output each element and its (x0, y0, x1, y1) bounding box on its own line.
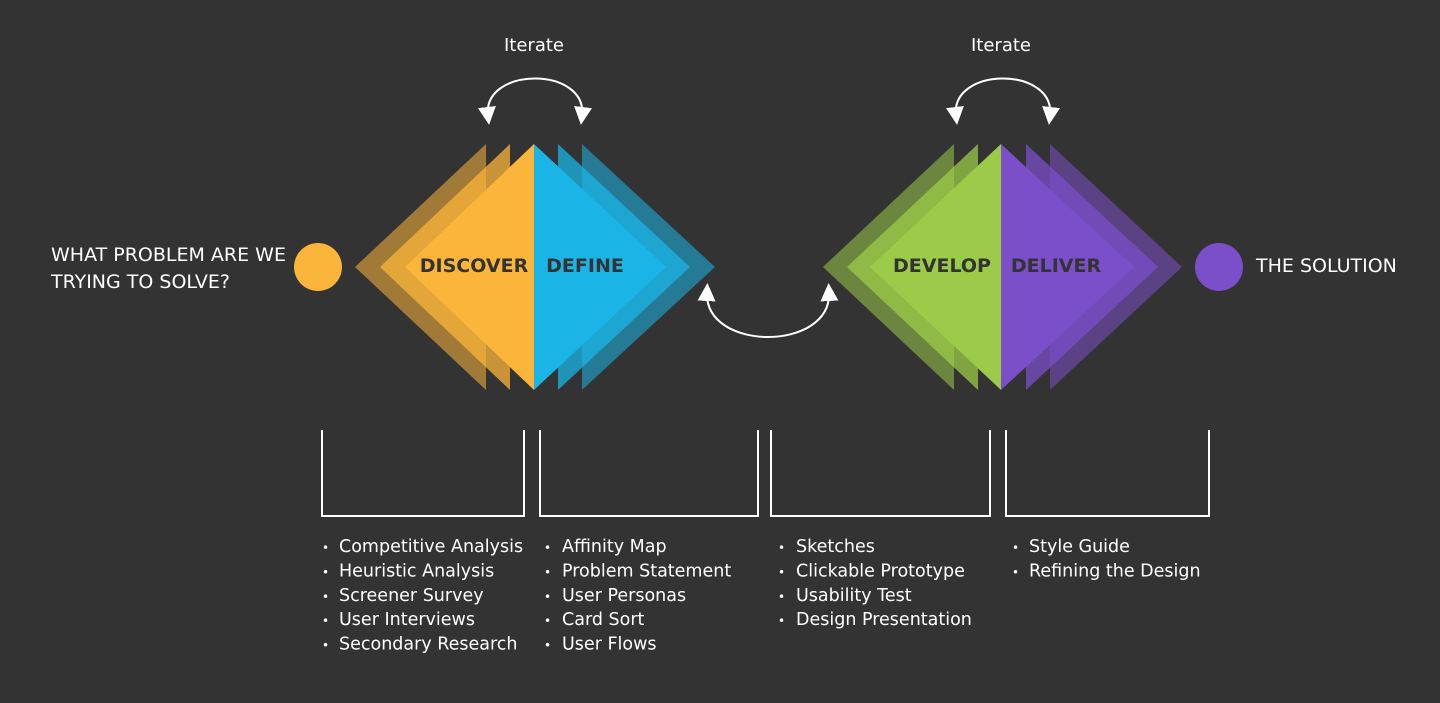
list-item: User Interviews (339, 610, 475, 630)
iterate-label-left: Iterate (504, 35, 564, 56)
develop-bracket (770, 430, 991, 517)
deliver-label: DELIVER (1011, 255, 1102, 277)
start-label: WHAT PROBLEM ARE WE TRYING TO SOLVE? (50, 244, 292, 293)
list-bullet: • (544, 541, 551, 555)
list-bullet: • (322, 614, 329, 628)
list-bullet: • (322, 565, 329, 579)
list-bullet: • (544, 590, 551, 604)
define-bracket (539, 430, 759, 517)
develop-label: DEVELOP (893, 255, 991, 277)
list-bullet: • (544, 565, 551, 579)
start-dot (294, 243, 342, 291)
list-bullet: • (322, 590, 329, 604)
list-bullet: • (322, 639, 329, 653)
develop-shape (823, 144, 1001, 390)
list-bullet: • (778, 614, 785, 628)
connector-arrow-icon (697, 283, 839, 338)
start-label-line-2: TRYING TO SOLVE? (50, 271, 230, 293)
list-item: Design Presentation (796, 610, 972, 630)
list-bullet: • (544, 614, 551, 628)
deliver-bracket (1005, 430, 1210, 517)
list-item: Refining the Design (1029, 561, 1201, 581)
list-item: Sketches (796, 537, 875, 557)
develop-list: • Sketches • Clickable Prototype • Usability … (778, 537, 972, 630)
list-item: Usability Test (796, 586, 912, 606)
list-item: Card Sort (562, 610, 645, 630)
list-item: Problem Statement (562, 561, 731, 581)
list-bullet: • (322, 541, 329, 555)
discover-label: DISCOVER (420, 255, 529, 277)
deliver-list: • Style Guide • Refining the Design (1012, 537, 1201, 581)
list-item: Style Guide (1029, 537, 1130, 557)
deliver-shape (1001, 144, 1182, 390)
list-item: Affinity Map (562, 537, 667, 557)
list-item: Heuristic Analysis (339, 561, 494, 581)
list-item: User Personas (562, 586, 686, 606)
list-bullet: • (1012, 565, 1019, 579)
list-item: Secondary Research (339, 635, 518, 655)
define-label: DEFINE (546, 255, 624, 277)
start-label-line-1: WHAT PROBLEM ARE WE (51, 244, 286, 266)
discover-bracket (321, 430, 525, 517)
list-bullet: • (544, 639, 551, 653)
list-bullet: • (778, 565, 785, 579)
list-bullet: • (1012, 541, 1019, 555)
list-bullet: • (778, 541, 785, 555)
list-bullet: • (778, 590, 785, 604)
end-label: THE SOLUTION (1255, 255, 1397, 277)
list-item: Competitive Analysis (339, 537, 523, 557)
list-item: Clickable Prototype (796, 561, 965, 581)
end-dot (1195, 243, 1243, 291)
discover-list: • Competitive Analysis • Heuristic Analysis… (322, 537, 523, 655)
define-list: • Affinity Map • Problem Statement • User Per… (544, 537, 731, 655)
iterate-arrow-left-icon (478, 77, 592, 125)
iterate-arrow-right-icon (946, 77, 1060, 125)
list-item: User Flows (562, 635, 657, 655)
define-shape (534, 144, 715, 390)
discover-shape (355, 144, 534, 390)
list-item: Screener Survey (339, 586, 484, 606)
iterate-label-right: Iterate (971, 35, 1031, 56)
